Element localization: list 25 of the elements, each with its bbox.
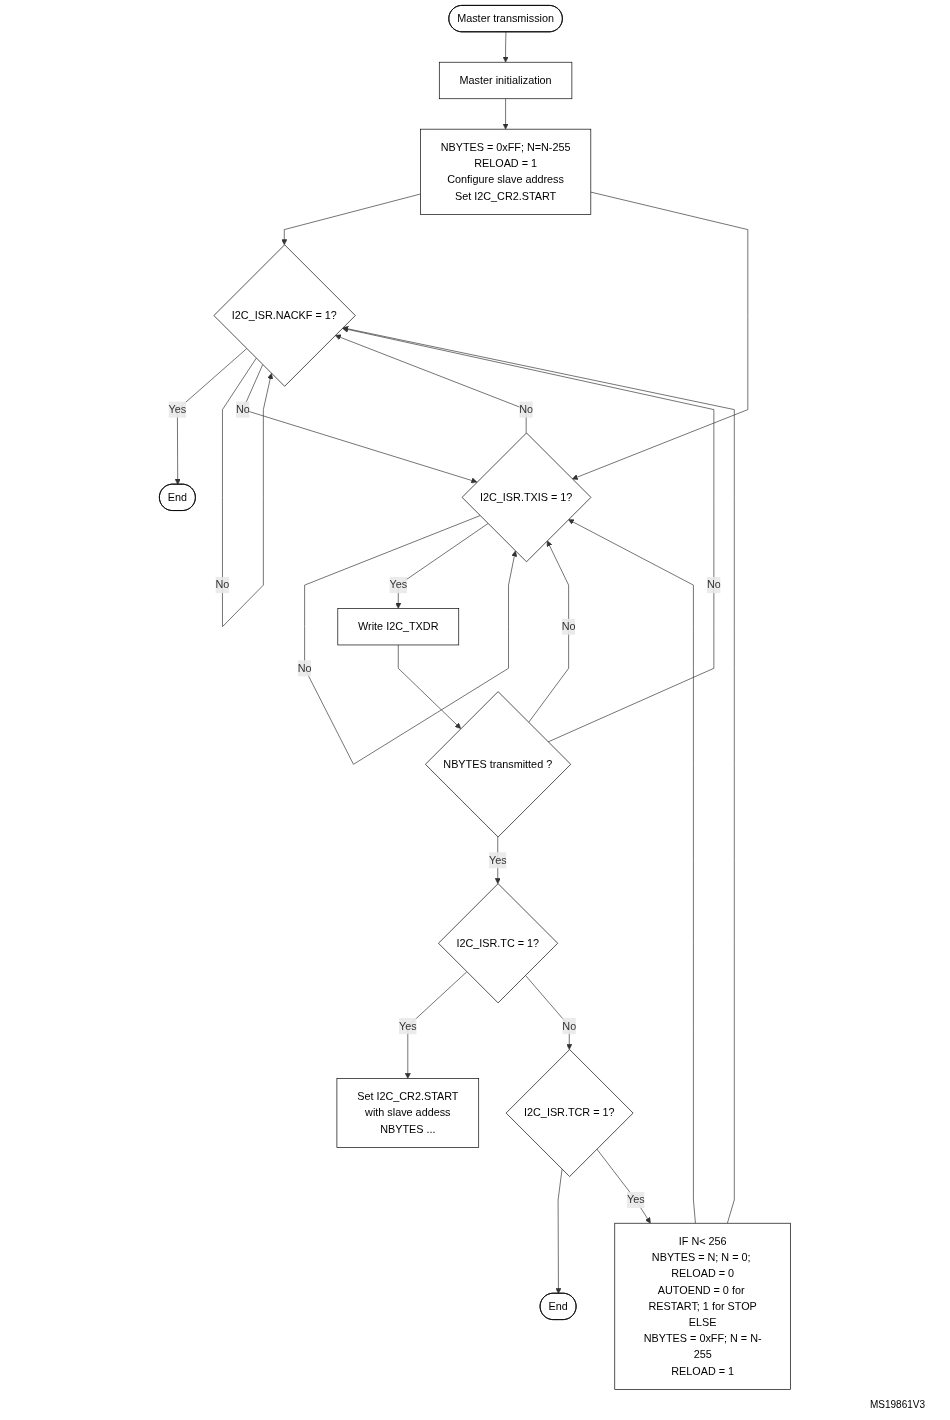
edge-label: No bbox=[706, 579, 721, 591]
edge-label: Yes bbox=[398, 1020, 417, 1032]
node-diamond: I2C_ISR.NACKF = 1? bbox=[213, 244, 356, 387]
edge-label: No bbox=[297, 662, 312, 674]
edge-label: Yes bbox=[488, 854, 507, 866]
node-diamond: I2C_ISR.TCR = 1? bbox=[505, 1049, 634, 1177]
edge-label: No bbox=[215, 579, 230, 591]
edge-label: No bbox=[562, 1020, 577, 1032]
edge-label: No bbox=[519, 403, 534, 416]
edge-label: No bbox=[561, 620, 576, 633]
edge-label: Yes bbox=[626, 1193, 645, 1206]
node-box: Write I2C_TXDR bbox=[337, 608, 460, 646]
edge-label: Yes bbox=[168, 403, 187, 416]
arrow bbox=[304, 515, 518, 765]
edge-label: No bbox=[235, 403, 250, 416]
node-diamond: I2C_ISR.TXIS = 1? bbox=[461, 432, 592, 563]
node-diamond: I2C_ISR.TC = 1? bbox=[438, 883, 559, 1004]
edge-label: Yes bbox=[389, 579, 408, 591]
node-box: Master initialization bbox=[438, 61, 573, 100]
node-diamond: NBYTES transmitted ? bbox=[425, 691, 572, 838]
node-box: NBYTES = 0xFF; N=N-255 RELOAD = 1 Configure slave address Set I2C_CR2.START bbox=[420, 128, 592, 215]
arrow bbox=[222, 357, 274, 627]
node-box: Set I2C_CR2.START with slave addess NBYTES ... bbox=[336, 1078, 480, 1148]
node-box: IF N< 256 NBYTES = N; N = 0; RELOAD = 0 AUTOEND = 0 for RESTART; 1 for STOP ELSE NBYTES = 0xFF; N = N-255 RELOAD = 1 bbox=[614, 1222, 791, 1390]
figure-code: MS19861V3 bbox=[868, 1399, 925, 1410]
